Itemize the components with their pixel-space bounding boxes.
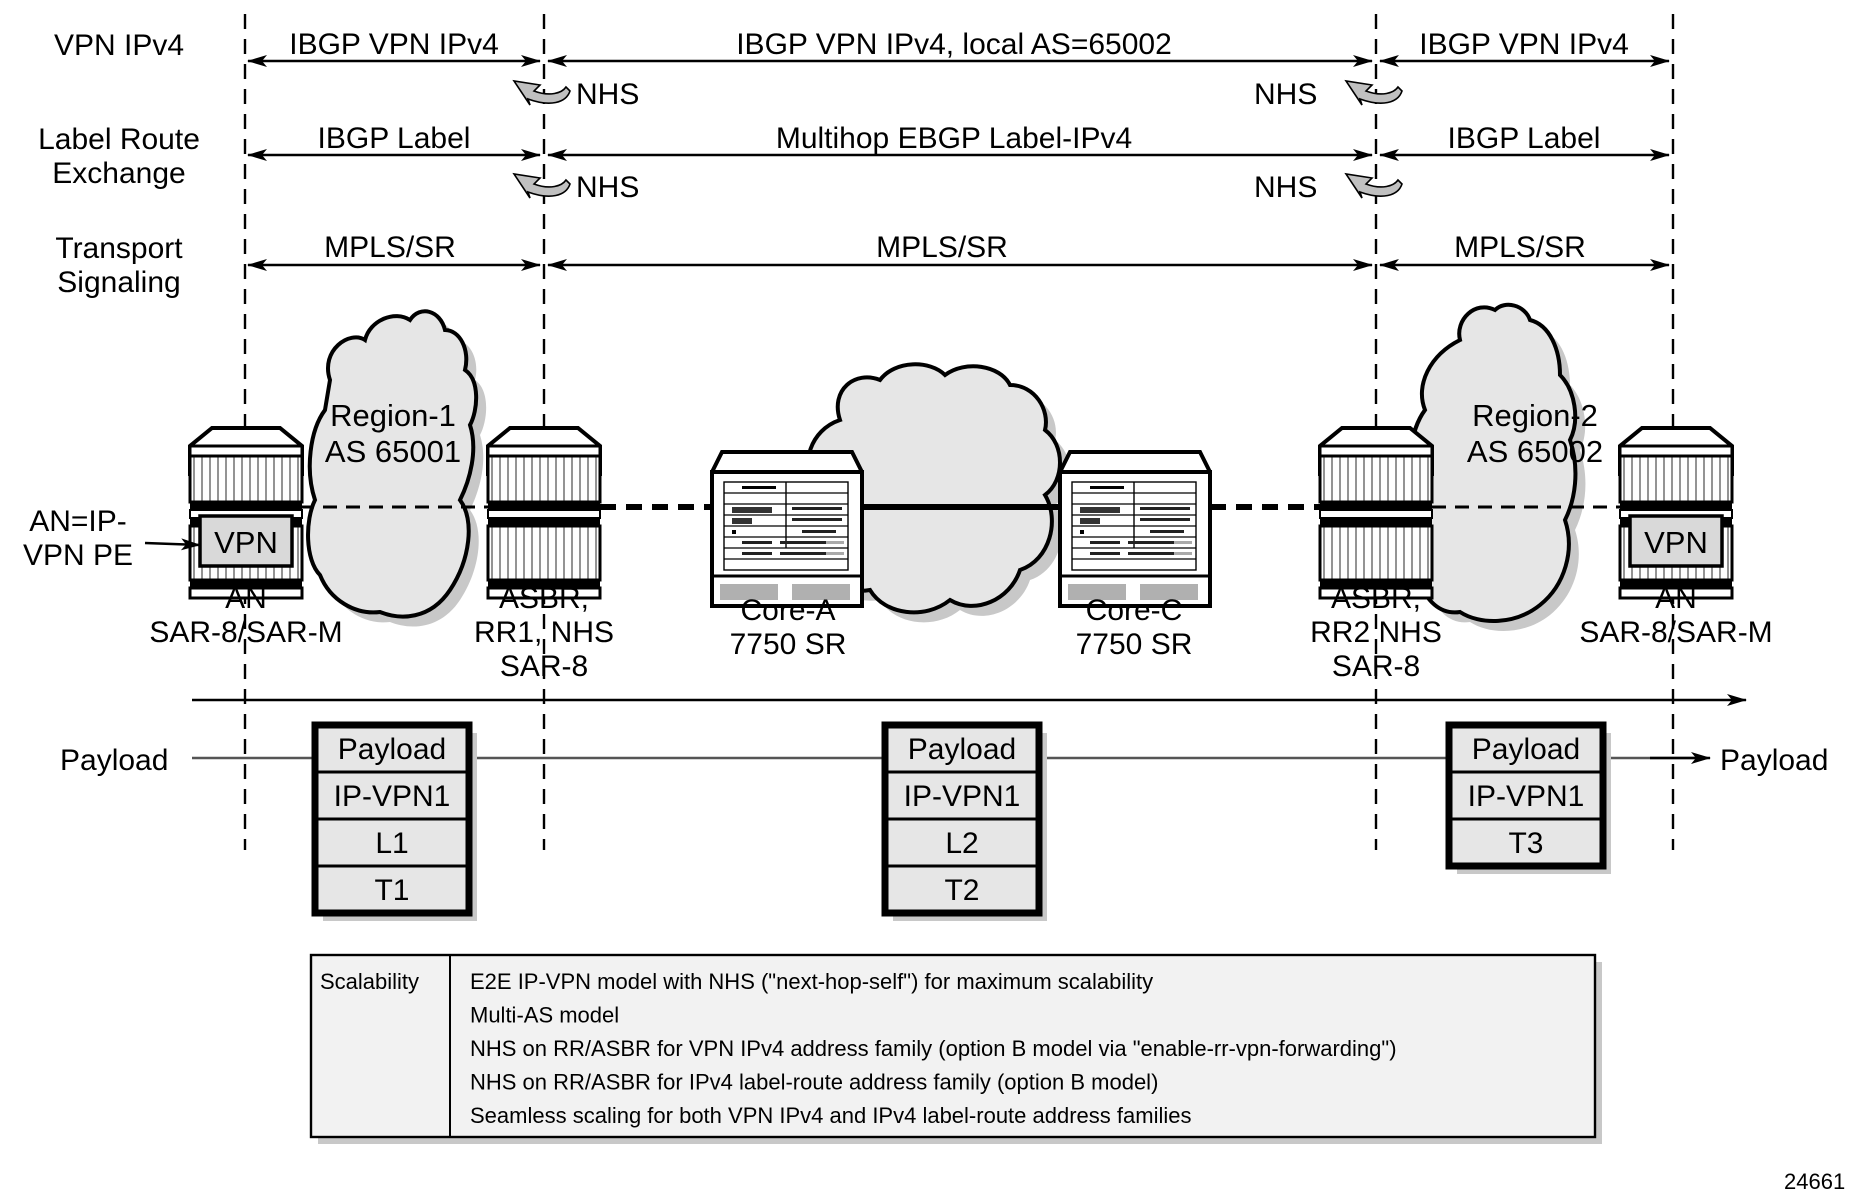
nhs-label: NHS [1254, 78, 1317, 111]
node-label: SAR-8 [1332, 650, 1420, 683]
stack-cell-label: IP-VPN1 [334, 780, 451, 813]
label-stacks: PayloadIP-VPN1L1T1PayloadIP-VPN1L2T2Payl… [311, 721, 1611, 921]
stack-cell-label: Payload [908, 733, 1016, 766]
node-label: SAR-8/SAR-M [1579, 616, 1772, 649]
table-item: Multi-AS model [470, 1003, 619, 1028]
an-callout-arrow [144, 538, 201, 551]
stack-cell-label: T1 [374, 874, 409, 907]
nhs-markers: NHS NHS NHS NHS [512, 78, 1403, 204]
vpn-badge-label: VPN [1644, 525, 1708, 560]
node-label: AN [1655, 582, 1697, 615]
payload-out-label: Payload [1720, 744, 1828, 777]
boundary-lines [243, 14, 1675, 850]
row-label-transport-2: Signaling [57, 266, 180, 299]
stack-cell-label: IP-VPN1 [904, 780, 1021, 813]
node-label: ASBR, [499, 582, 589, 615]
table-items: E2E IP-VPN model with NHS ("next-hop-sel… [470, 969, 1397, 1128]
table-header: Scalability [320, 969, 419, 994]
segment-label: MPLS/SR [876, 231, 1008, 264]
router-core-a[interactable] [710, 450, 864, 608]
cloud-region-1: Region-1 AS 65001 [306, 309, 487, 627]
router-asbr-2[interactable] [1318, 426, 1434, 600]
table-item: E2E IP-VPN model with NHS ("next-hop-sel… [470, 969, 1153, 994]
stack-cell-label: L2 [945, 827, 978, 860]
segment-label: MPLS/SR [324, 231, 456, 264]
nhs-label: NHS [576, 78, 639, 111]
nhs-arrow-icon [512, 79, 571, 106]
node-label: Core-A [740, 594, 835, 627]
vpn-badge-left: VPN [198, 514, 294, 568]
table-item: NHS on RR/ASBR for VPN IPv4 address fami… [470, 1036, 1397, 1061]
cloud-label: AS 65002 [1467, 434, 1603, 469]
cloud-label: AS 65001 [325, 434, 461, 469]
node-label: RR2 NHS [1310, 616, 1442, 649]
node-label: 7750 SR [1076, 628, 1193, 661]
node-label: 7750 SR [730, 628, 847, 661]
segment-label: IBGP VPN IPv4 [1419, 28, 1629, 61]
router-asbr-1[interactable] [486, 426, 602, 600]
row-label-route: IBGP Label Multihop EBGP Label-IPv4 IBGP… [247, 122, 1670, 161]
segment-label: Multihop EBGP Label-IPv4 [776, 122, 1132, 155]
segment-label: IBGP VPN IPv4, local AS=65002 [736, 28, 1172, 61]
an-callout-label: VPN PE [23, 539, 133, 572]
router-an-left[interactable] [188, 426, 304, 600]
table-item: Seamless scaling for both VPN IPv4 and I… [470, 1103, 1191, 1128]
an-callout-label: AN=IP- [29, 505, 127, 538]
node-label: SAR-8/SAR-M [149, 616, 342, 649]
stack-cell [313, 817, 471, 868]
segment-label: IBGP Label [1448, 122, 1601, 155]
node-label: RR1, NHS [474, 616, 614, 649]
stack-cell-label: T3 [1508, 827, 1543, 860]
node-label: ASBR, [1331, 582, 1421, 615]
row-label-transport: Transport [55, 232, 183, 265]
segment-label: IBGP VPN IPv4 [289, 28, 499, 61]
row-label-label-route: Label Route [38, 123, 200, 156]
node-label: AN [225, 582, 267, 615]
stack-cell [313, 770, 471, 821]
stack-cell [1447, 770, 1605, 821]
segment-label: MPLS/SR [1454, 231, 1586, 264]
node-label: Core-C [1086, 594, 1183, 627]
vpn-badge-right: VPN [1628, 514, 1724, 568]
nhs-arrow-icon [1344, 172, 1403, 199]
stack-cell-label: Payload [1472, 733, 1580, 766]
cloud-label: Region-1 [330, 398, 456, 433]
stack-cell-label: Payload [338, 733, 446, 766]
table-item: NHS on RR/ASBR for IPv4 label-route addr… [470, 1070, 1158, 1095]
row-label-label-route-2: Exchange [52, 157, 185, 190]
stack-cell-label: IP-VPN1 [1468, 780, 1585, 813]
nhs-label: NHS [576, 171, 639, 204]
stack-cell-label: L1 [375, 827, 408, 860]
payload-in-label: Payload [60, 744, 168, 777]
row-vpn-ipv4: IBGP VPN IPv4 IBGP VPN IPv4, local AS=65… [247, 28, 1670, 67]
nhs-arrow-icon [512, 172, 571, 199]
cloud-core [798, 362, 1070, 623]
cloud-label: Region-2 [1472, 398, 1598, 433]
router-an-right[interactable] [1618, 426, 1734, 600]
row-transport: MPLS/SR MPLS/SR MPLS/SR [247, 231, 1670, 271]
nhs-arrow-icon [1344, 79, 1403, 106]
router-core-c[interactable] [1058, 450, 1212, 608]
figure-id: 24661 [1784, 1169, 1845, 1194]
cloud-region-2: Region-2 AS 65002 [1406, 302, 1603, 632]
vpn-badge-label: VPN [214, 525, 278, 560]
node-label: SAR-8 [500, 650, 588, 683]
row-label-vpn-ipv4: VPN IPv4 [54, 29, 184, 62]
segment-label: IBGP Label [318, 122, 471, 155]
nhs-label: NHS [1254, 171, 1317, 204]
stack-cell-label: T2 [944, 874, 979, 907]
scalability-table: Scalability E2E IP-VPN model with NHS ("… [309, 953, 1602, 1144]
